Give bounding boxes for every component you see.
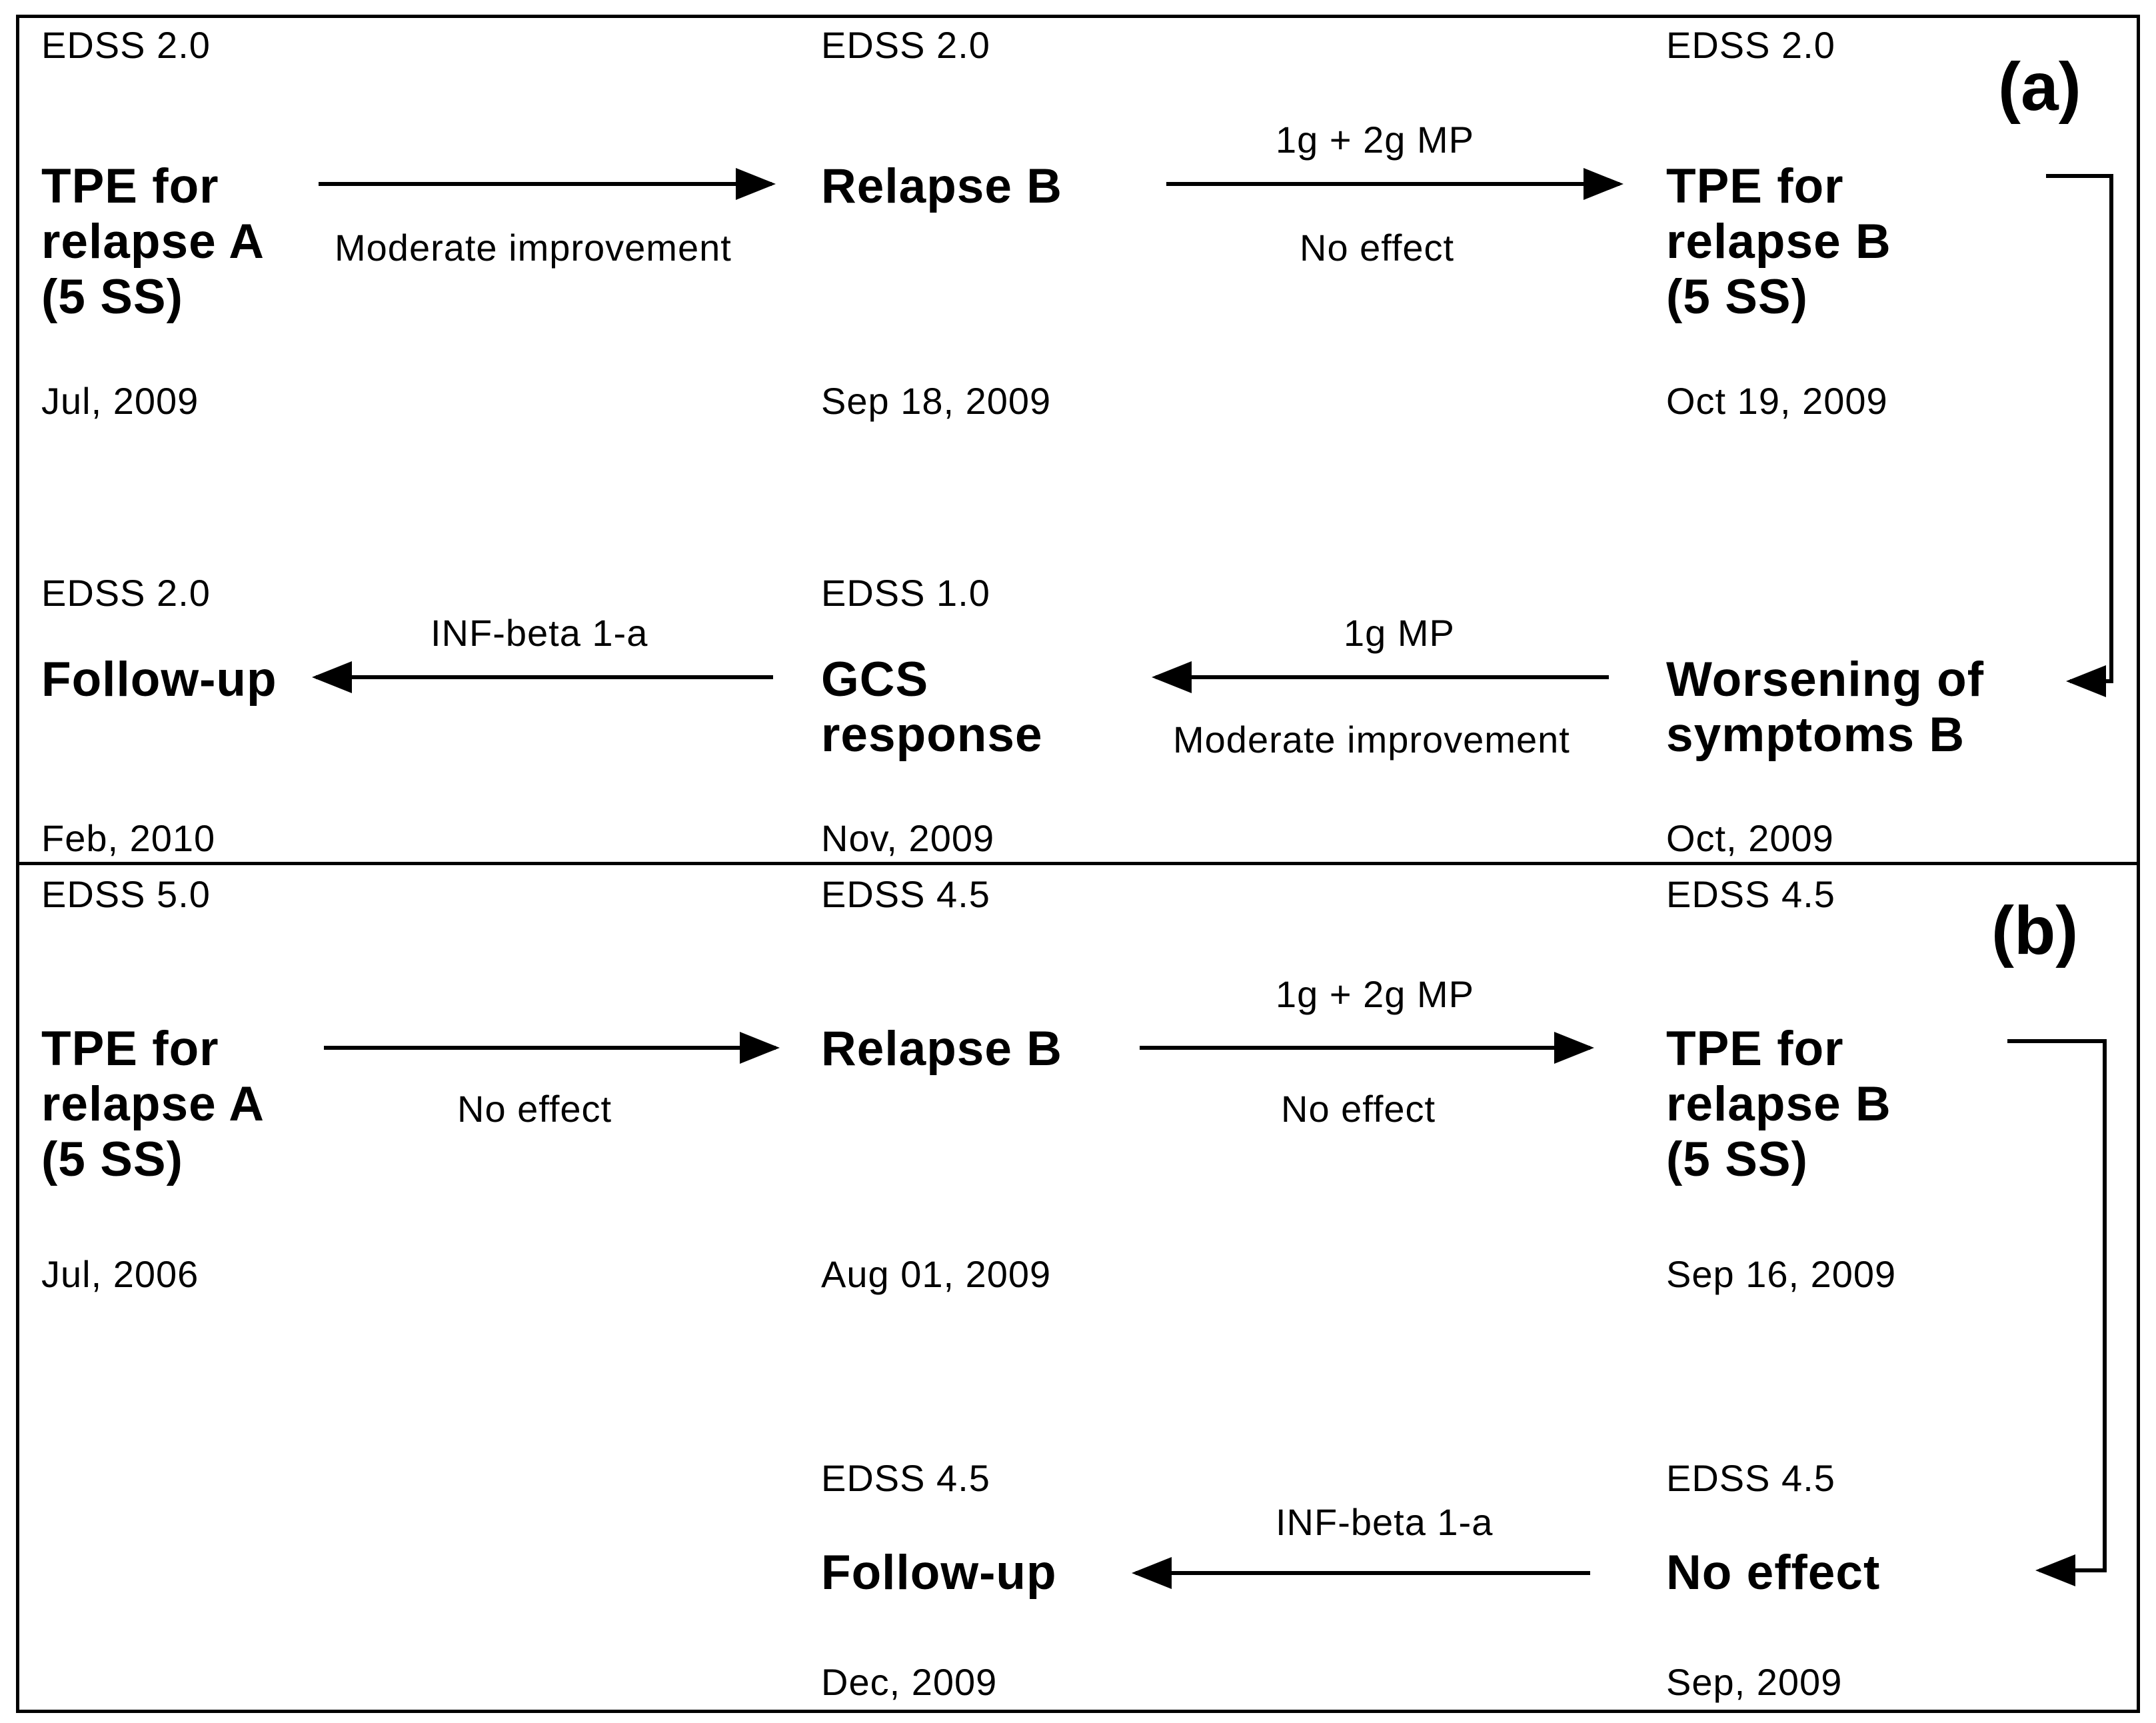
panel-b-node5-edss: EDSS 4.5 bbox=[821, 1457, 990, 1499]
panel-b-node2: Relapse B bbox=[821, 1021, 1062, 1076]
panel-a-node1-date: Jul, 2009 bbox=[41, 380, 199, 422]
panel-a-node1-line3: (5 SS) bbox=[41, 270, 183, 324]
panel-b-edge12-below: No effect bbox=[457, 1088, 612, 1130]
panel-a-node5-line1: GCS bbox=[821, 653, 929, 707]
panel-b-node3-line2: relapse B bbox=[1666, 1077, 1891, 1131]
panel-a-node6: Worsening of symptoms B bbox=[1666, 652, 1984, 763]
panel-b-node5-line1: Follow-up bbox=[821, 1546, 1057, 1600]
panel-a-node1: TPE for relapse A (5 SS) bbox=[41, 159, 265, 325]
panel-a-node2-edss: EDSS 2.0 bbox=[821, 24, 990, 66]
panel-a-edge54-above: INF-beta 1-a bbox=[431, 612, 648, 654]
panel-a-node4-line1: Follow-up bbox=[41, 653, 277, 707]
panel-b-node1-line1: TPE for bbox=[41, 1022, 219, 1076]
panel-a-node2: Relapse B bbox=[821, 159, 1062, 214]
panel-a-connector-3-6 bbox=[2046, 174, 2113, 697]
panel-a-edge23-below: No effect bbox=[1300, 227, 1455, 269]
panel-a-edge65-above: 1g MP bbox=[1344, 612, 1455, 654]
panel-a-node3-line3: (5 SS) bbox=[1666, 270, 1808, 324]
panel-a-node4-edss: EDSS 2.0 bbox=[41, 572, 211, 614]
panel-a-node2-date: Sep 18, 2009 bbox=[821, 380, 1052, 422]
panel-a-node2-line1: Relapse B bbox=[821, 159, 1062, 213]
panel-b-node3: TPE for relapse B (5 SS) bbox=[1666, 1021, 1891, 1187]
panel-a-edge12-below: Moderate improvement bbox=[335, 227, 732, 269]
panel-b-node1-edss: EDSS 5.0 bbox=[41, 873, 211, 915]
panel-a-node5: GCS response bbox=[821, 652, 1043, 763]
panel-b-node1-line2: relapse A bbox=[41, 1077, 265, 1131]
panel-a-node4: Follow-up bbox=[41, 652, 277, 707]
panel-b-node6-line1: No effect bbox=[1666, 1546, 1881, 1600]
panel-a-node6-date: Oct, 2009 bbox=[1666, 817, 1834, 859]
panel-b-node3-date: Sep 16, 2009 bbox=[1666, 1253, 1897, 1295]
panel-b-node2-line1: Relapse B bbox=[821, 1022, 1062, 1076]
panel-b-connector-3-6 bbox=[2007, 1039, 2107, 1586]
panel-a-node5-date: Nov, 2009 bbox=[821, 817, 995, 859]
panel-a-node3-line2: relapse B bbox=[1666, 215, 1891, 269]
panel-a-node3: TPE for relapse B (5 SS) bbox=[1666, 159, 1891, 325]
panel-a-node6-line1: Worsening of bbox=[1666, 653, 1985, 707]
panel-b-edge23-below: No effect bbox=[1281, 1088, 1436, 1130]
panel-b-node6-edss: EDSS 4.5 bbox=[1666, 1457, 1835, 1499]
panel-a-node4-date: Feb, 2010 bbox=[41, 817, 216, 859]
panel-b-node1-line3: (5 SS) bbox=[41, 1132, 183, 1186]
panel-a-node5-line2: response bbox=[821, 708, 1043, 762]
panel-b-edge65-above: INF-beta 1-a bbox=[1276, 1501, 1494, 1543]
panel-a-node1-line1: TPE for bbox=[41, 159, 219, 213]
panel-b-node2-edss: EDSS 4.5 bbox=[821, 873, 990, 915]
panel-a-node5-edss: EDSS 1.0 bbox=[821, 572, 990, 614]
panel-b-node5: Follow-up bbox=[821, 1545, 1057, 1600]
panel-b-node3-edss: EDSS 4.5 bbox=[1666, 873, 1835, 915]
panel-a-edge23-above: 1g + 2g MP bbox=[1276, 119, 1474, 161]
panel-a-node6-line2: symptoms B bbox=[1666, 708, 1965, 762]
panel-a-node1-line2: relapse A bbox=[41, 215, 265, 269]
panel-a-node3-line1: TPE for bbox=[1666, 159, 1844, 213]
panel-b-tag: (b) bbox=[1991, 892, 2079, 970]
panel-a-edge65-below: Moderate improvement bbox=[1173, 719, 1570, 761]
panel-b-node2-date: Aug 01, 2009 bbox=[821, 1253, 1052, 1295]
panel-b-node5-date: Dec, 2009 bbox=[821, 1661, 998, 1703]
panel-b-node1: TPE for relapse A (5 SS) bbox=[41, 1021, 265, 1187]
panel-b-edge23-above: 1g + 2g MP bbox=[1276, 973, 1474, 1015]
panel-a-node3-edss: EDSS 2.0 bbox=[1666, 24, 1835, 66]
panel-divider bbox=[16, 862, 2140, 865]
panel-a-node1-edss: EDSS 2.0 bbox=[41, 24, 211, 66]
panel-b-node3-line1: TPE for bbox=[1666, 1022, 1844, 1076]
panel-b-node1-date: Jul, 2006 bbox=[41, 1253, 199, 1295]
panel-a-tag: (a) bbox=[1998, 48, 2081, 126]
panel-b-node3-line3: (5 SS) bbox=[1666, 1132, 1808, 1186]
panel-a-node3-date: Oct 19, 2009 bbox=[1666, 380, 1888, 422]
panel-b-node6-date: Sep, 2009 bbox=[1666, 1661, 1843, 1703]
panel-b-node6: No effect bbox=[1666, 1545, 1880, 1600]
